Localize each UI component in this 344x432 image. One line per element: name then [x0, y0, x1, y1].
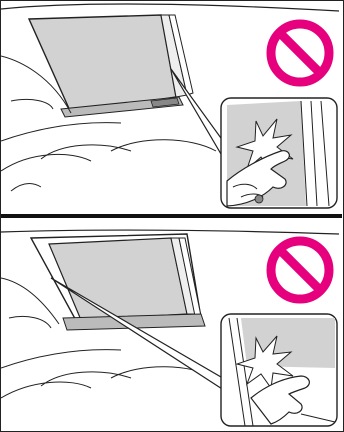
sunroof-glass: [29, 15, 193, 117]
detail-inset: [221, 314, 337, 426]
prohibition-icon: [271, 24, 329, 82]
panel-sunroof-opening: [1, 218, 342, 431]
sunroof-closing-illustration: [1, 1, 342, 214]
panel-sunroof-closing: [1, 1, 342, 214]
prohibition-icon: [271, 241, 329, 299]
detail-inset: [221, 98, 337, 208]
sunroof-opening-illustration: [1, 218, 342, 431]
